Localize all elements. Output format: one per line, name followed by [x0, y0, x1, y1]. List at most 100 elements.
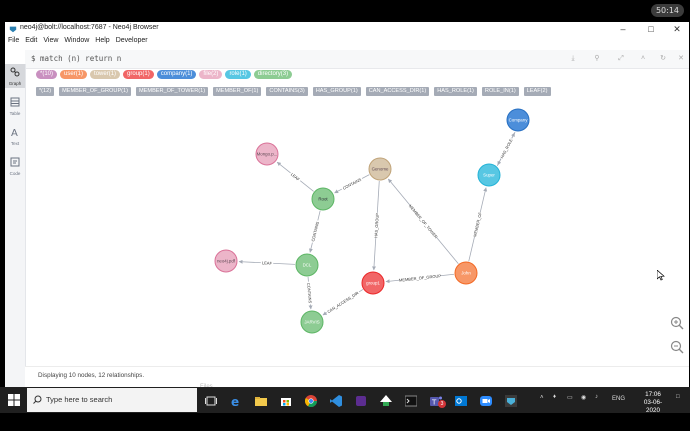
node-circle[interactable] [295, 253, 319, 277]
graph-node-group1[interactable]: group1 [361, 271, 385, 295]
table-icon [10, 97, 20, 107]
node-circle[interactable] [454, 261, 478, 285]
sidebar-item-text[interactable]: A Text [5, 124, 25, 148]
tray-icon-bell[interactable]: ♦ [553, 394, 557, 400]
edge-browser-icon[interactable]: e [230, 394, 242, 409]
volume-icon[interactable]: ♪ [595, 394, 598, 400]
network-icon[interactable]: ◉ [581, 395, 587, 401]
windows-start-icon[interactable] [8, 394, 20, 406]
notifications-icon[interactable]: □ [676, 394, 680, 400]
taskbar-clock[interactable]: 17:06 03-06-2020 [638, 391, 668, 415]
svg-text:e: e [231, 395, 239, 407]
zoom-app-icon[interactable] [480, 394, 492, 406]
menu-file[interactable]: File [8, 37, 20, 44]
node-circle[interactable] [214, 249, 238, 273]
relationship-label-bg [471, 211, 483, 238]
node-caption: group1 [366, 281, 380, 286]
menu-developer[interactable]: Developer [115, 37, 148, 44]
minimize-button[interactable]: – [620, 24, 626, 34]
view-sidebar: Graph Table A Text Code [5, 64, 26, 387]
language-indicator[interactable]: ENG [612, 396, 626, 402]
menu-help[interactable]: Help [95, 37, 110, 44]
relationship-label: MEMBER_OF [472, 211, 483, 237]
sidebar-item-code[interactable]: Code [5, 154, 25, 178]
relationship-type-pill[interactable]: HAS_GROUP(1) [312, 87, 361, 96]
node-circle[interactable] [300, 310, 324, 334]
battery-icon[interactable]: ▭ [567, 395, 573, 401]
relationship-type-pill[interactable]: HAS_ROLE(1) [434, 87, 477, 96]
fullscreen-icon[interactable]: ⤢ [618, 55, 624, 62]
pin-icon[interactable]: ⚲ [594, 55, 600, 62]
graph-node-genome[interactable]: Genome [368, 157, 392, 181]
terminal-icon[interactable] [404, 394, 418, 407]
zoom-out-icon[interactable] [670, 340, 684, 354]
code-icon [10, 157, 20, 167]
outlook-icon[interactable] [455, 394, 467, 406]
tray-chevron-icon[interactable]: ˄ [540, 395, 544, 401]
graph-node-jarvis[interactable]: JARVIS [300, 310, 324, 334]
relationship-type-pill[interactable]: MEMBER_OF_TOWER(1) [136, 87, 209, 96]
rerun-icon[interactable]: ↻ [660, 55, 666, 62]
node-label-pill[interactable]: user(1) [60, 70, 88, 79]
node-caption: Company [509, 118, 529, 123]
menu-view[interactable]: View [43, 37, 59, 44]
node-label-pill[interactable]: *(10) [36, 70, 58, 79]
graph-node-mongo[interactable]: Mongo.p... [255, 142, 279, 166]
collapse-icon[interactable]: ˄ [640, 55, 646, 62]
node-label-pill[interactable]: tower(1) [90, 70, 121, 79]
query-editor[interactable]: $ match (n) return n ⤓ ⚲ ⤢ ˄ ↻ ✕ [25, 50, 689, 69]
maximize-button[interactable]: □ [648, 24, 654, 34]
text-icon: A [11, 128, 18, 137]
node-circle[interactable] [506, 108, 530, 132]
taskbar-search-box[interactable]: Type here to search [27, 388, 197, 412]
node-circle[interactable] [477, 163, 501, 187]
node-circle[interactable] [368, 157, 392, 181]
node-circle[interactable] [311, 187, 335, 211]
download-icon[interactable]: ⤓ [571, 55, 575, 62]
node-label-pill[interactable]: file(2) [199, 70, 223, 79]
node-circle[interactable] [255, 142, 279, 166]
query-text[interactable]: $ match (n) return n [31, 54, 122, 63]
menu-edit[interactable]: Edit [25, 37, 38, 44]
node-label-pill[interactable]: directory(3) [253, 70, 293, 79]
relationship-label: CONTAINS [342, 177, 363, 191]
teams-icon[interactable]: T [430, 394, 442, 407]
relationship-type-pill[interactable]: CAN_ACCESS_DIR(1) [365, 87, 430, 96]
relationship-type-pill[interactable]: ROLE_IN(1) [481, 87, 519, 96]
relationship-type-pill[interactable]: MEMBER_OF(1) [213, 87, 262, 96]
sidebar-item-graph[interactable]: Graph [5, 64, 25, 88]
graph-icon [10, 67, 20, 77]
node-label-pill[interactable]: role(1) [225, 70, 251, 79]
relationship-type-pill[interactable]: LEAF(2) [523, 87, 551, 96]
store-icon[interactable] [280, 394, 292, 406]
node-label-pill[interactable]: group(1) [123, 70, 154, 79]
inkscape-icon[interactable] [380, 394, 392, 406]
app-icon-purple[interactable] [355, 394, 367, 406]
graph-canvas[interactable]: ROLE_INHAS_ROLELEAFCONTAINSCONTAINSLEAFC… [26, 98, 689, 360]
graph-node-root[interactable]: Root [311, 187, 335, 211]
neo4j-taskbar-icon[interactable] [505, 394, 517, 407]
zoom-in-icon[interactable] [670, 316, 684, 330]
file-explorer-icon[interactable] [255, 394, 267, 406]
node-label-pill[interactable]: company(1) [156, 70, 197, 79]
node-caption: JARVIS [304, 320, 319, 325]
close-button[interactable]: ✕ [673, 24, 681, 34]
graph-node-neo4jpdf[interactable]: neo4j.pdf [214, 249, 238, 273]
vscode-icon[interactable] [330, 394, 342, 407]
chrome-icon[interactable] [304, 394, 317, 408]
relationship-type-pill[interactable]: MEMBER_OF_GROUP(1) [59, 87, 132, 96]
relationship-label-bg [325, 289, 361, 315]
graph-node-company[interactable]: Company [506, 108, 530, 132]
graph-node-john[interactable]: John [454, 261, 478, 285]
menu-window[interactable]: Window [64, 37, 90, 44]
graph-node-dcl[interactable]: DCL [295, 253, 319, 277]
relationship-type-pill[interactable]: CONTAINS(3) [266, 87, 308, 96]
graph-node-super[interactable]: Super [477, 163, 501, 187]
task-view-icon[interactable] [205, 394, 217, 406]
relationship-types-legend: *(12) MEMBER_OF_GROUP(1) MEMBER_OF_TOWER(1… [36, 87, 556, 97]
relationship-type-pill[interactable]: *(12) [36, 87, 55, 96]
node-circle[interactable] [361, 271, 385, 295]
relationship-label: HAS_ROLE [499, 138, 514, 160]
sidebar-item-table[interactable]: Table [5, 94, 25, 118]
close-frame-icon[interactable]: ✕ [678, 55, 684, 62]
